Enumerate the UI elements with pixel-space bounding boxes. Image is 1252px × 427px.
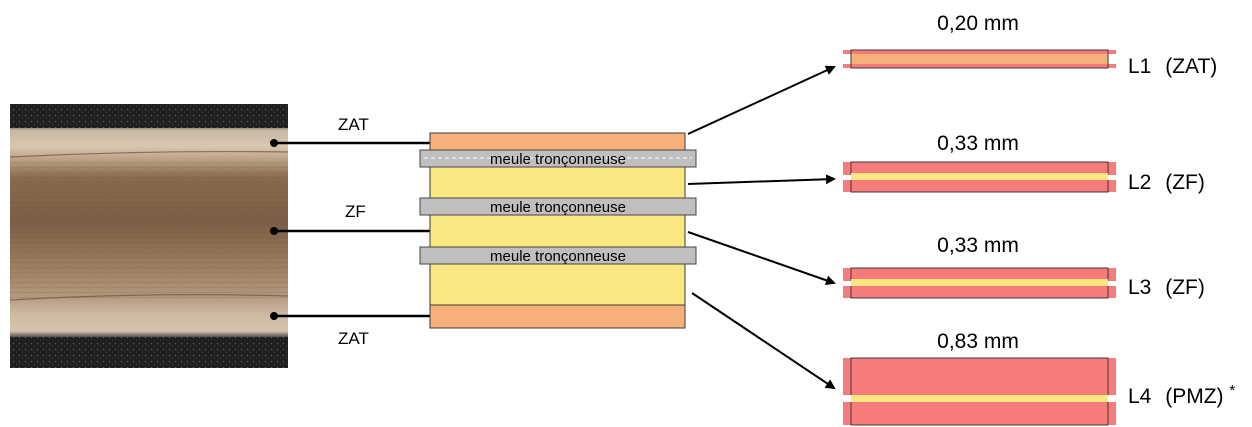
sample-l2-zone: (ZF) bbox=[1165, 171, 1205, 194]
sample-l1-label: L1 (ZAT) bbox=[1128, 55, 1217, 78]
sample-l1: 0,20 mm L1 (ZAT) bbox=[843, 12, 1217, 78]
blade-label-1: meule tronçonneuse bbox=[490, 151, 626, 168]
sample-l2-label: L2 (ZF) bbox=[1128, 171, 1205, 194]
leader-line-zat-top bbox=[270, 139, 444, 147]
sample-l2: 0,33 mm L2 (ZF) bbox=[843, 132, 1205, 194]
micrograph-label-zat-bottom: ZAT bbox=[338, 329, 369, 348]
blade-label-2: meule tronçonneuse bbox=[490, 199, 626, 216]
sample-l4-name: L4 bbox=[1128, 385, 1152, 408]
sample-l4-note: * bbox=[1229, 382, 1235, 399]
sample-l4-thickness: 0,83 mm bbox=[937, 330, 1019, 353]
blade-label-3: meule tronçonneuse bbox=[490, 248, 626, 265]
sample-l2-zf-band bbox=[851, 173, 1108, 180]
sample-l3-zone: (ZF) bbox=[1165, 276, 1205, 299]
sample-l4-zone: (PMZ) bbox=[1165, 385, 1223, 408]
sample-l2-name: L2 bbox=[1128, 171, 1151, 194]
sample-l2-thickness: 0,33 mm bbox=[937, 132, 1019, 155]
sample-l1-zone: (ZAT) bbox=[1165, 55, 1217, 78]
weld-micrograph bbox=[9, 104, 289, 368]
block-zf-core bbox=[429, 150, 686, 306]
sample-l3-name: L3 bbox=[1128, 276, 1151, 299]
sample-l3-label: L3 (ZF) bbox=[1128, 276, 1205, 299]
sample-l4: 0,83 mm L4 (PMZ) * bbox=[843, 330, 1235, 426]
cutting-blade-2: meule tronçonneuse bbox=[419, 197, 697, 216]
arrow-to-l3 bbox=[687, 231, 836, 286]
micrograph-label-zf: ZF bbox=[345, 202, 366, 221]
block-zat-top bbox=[429, 132, 686, 152]
sample-l3: 0,33 mm L3 (ZF) bbox=[843, 234, 1205, 299]
sample-l3-zf-band bbox=[851, 279, 1108, 286]
cutting-blade-1: meule tronçonneuse bbox=[419, 149, 697, 168]
arrow-to-l1 bbox=[687, 65, 836, 135]
cutting-blade-3: meule tronçonneuse bbox=[419, 246, 697, 265]
sample-l4-label: L4 (PMZ) * bbox=[1128, 382, 1235, 408]
sample-l1-name: L1 bbox=[1128, 55, 1151, 78]
arrow-to-l4 bbox=[691, 292, 836, 390]
micrograph-label-zat-top: ZAT bbox=[338, 115, 369, 134]
sample-l4-zf-band bbox=[851, 395, 1108, 402]
leader-line-zat-bottom bbox=[270, 312, 444, 320]
arrow-to-l2 bbox=[687, 174, 836, 185]
sample-l3-thickness: 0,33 mm bbox=[937, 234, 1019, 257]
block-zat-bottom bbox=[429, 304, 686, 329]
sample-l1-thickness: 0,20 mm bbox=[937, 12, 1019, 35]
leader-line-zf bbox=[270, 227, 444, 235]
